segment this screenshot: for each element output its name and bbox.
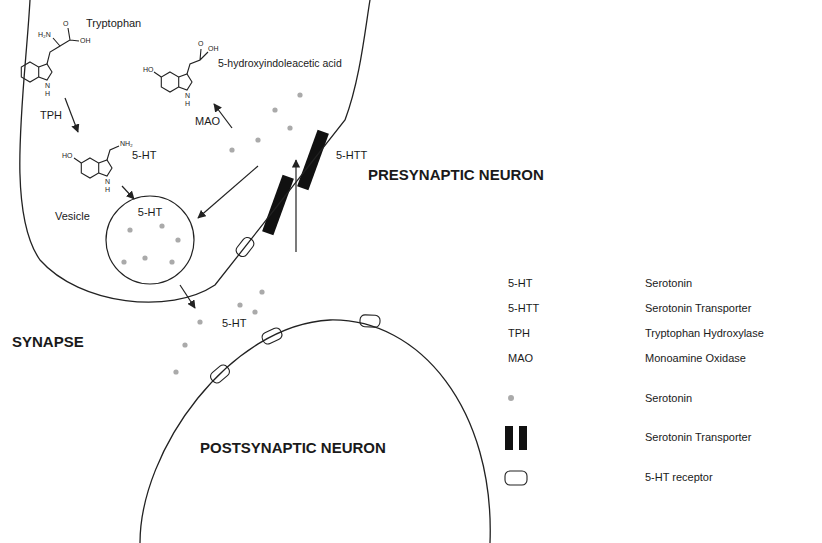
legend-text: Serotonin Transporter [645,432,751,443]
serotonin-dot [272,107,277,112]
neuron-label: PRESYNAPTIC NEURON [368,167,544,182]
atom-label: H₂N [38,31,51,38]
legend-abbreviation: MAO [508,353,533,364]
legend-text: Serotonin [645,393,692,404]
5ht-receptors [208,235,380,385]
legend-abbreviation: TPH [508,328,530,339]
serotonin-dot [159,223,164,228]
serotonin-dot [297,92,302,97]
process-arrows [65,98,296,308]
legend-abbreviation: 5-HTT [508,303,539,314]
vesicle-label: Vesicle [55,211,90,222]
packaging-arrow [122,186,134,199]
serotonin-dot [252,309,257,314]
atom-label: HO [62,152,73,159]
neuron-outline: POSTSYNAPTIC NEURON [120,300,500,543]
legend-samples [505,426,527,485]
release-arrow [180,285,195,308]
legend-text: 5-HT receptor [645,472,713,483]
serotonin-dot [197,319,202,324]
atom-label: HO [143,66,154,73]
atom-label: NH₂ [120,140,133,147]
region-label: SYNAPSE [12,334,84,349]
serotonin-dot [182,342,187,347]
vesicle-circle: Vesicle5-HT [105,195,195,285]
serotonin-dot [121,259,126,264]
serotonin-dot [142,255,147,260]
legend-meaning: Serotonin [645,278,692,289]
atom-label: N [185,92,190,99]
atom-label: H [185,100,190,107]
synthesis-arrow [65,98,78,132]
transporter-name: 5-HTT [336,150,367,161]
vesicle-content: 5-HT [138,207,162,218]
membrane-shape [120,300,500,543]
repackaging-arrow [198,166,258,218]
reuptake-arrow [295,160,296,252]
enzyme-name: MAO [195,116,220,127]
molecule-name: 5-hydroxyindoleacetic acid [218,58,342,69]
atom-label: O [198,40,203,47]
serotonin-dot [255,137,260,142]
legend-meaning: Monoamine Oxidase [645,353,746,364]
neuron-label: POSTSYNAPTIC NEURON [200,440,386,455]
serotonin-dot [127,227,132,232]
serotonin-dot [259,289,264,294]
molecule-structures [21,28,208,178]
legend-abbreviation: 5-HT [508,278,532,289]
legend-meaning: Serotonin Transporter [645,303,751,314]
atom-label: OH [80,37,91,44]
serotonin-dot [237,302,242,307]
membrane-shape [0,0,370,330]
atom-label: H [45,90,50,97]
serotonin-dot [169,259,174,264]
serotonin-dot [175,237,180,242]
molecule-name: Tryptophan [86,18,141,29]
atom-label: N [45,82,50,89]
legend-meaning: Tryptophan Hydroxylase [645,328,764,339]
atom-label: OH [208,45,219,52]
atom-label: H [105,186,110,193]
molecule-name: 5-HT [222,318,246,329]
serotonin-dot [287,125,292,130]
legend-swatch [508,395,514,401]
serotonin-dot [229,147,234,152]
atom-label: O [63,20,68,27]
enzyme-name: TPH [40,110,62,121]
molecule-name: 5-HT [132,150,156,161]
serotonin-dot [173,369,178,374]
serotonin-dots [121,92,302,374]
neuron-outline: PRESYNAPTIC NEURONVesicle5-HT [0,0,370,330]
atom-label: N [105,178,110,185]
